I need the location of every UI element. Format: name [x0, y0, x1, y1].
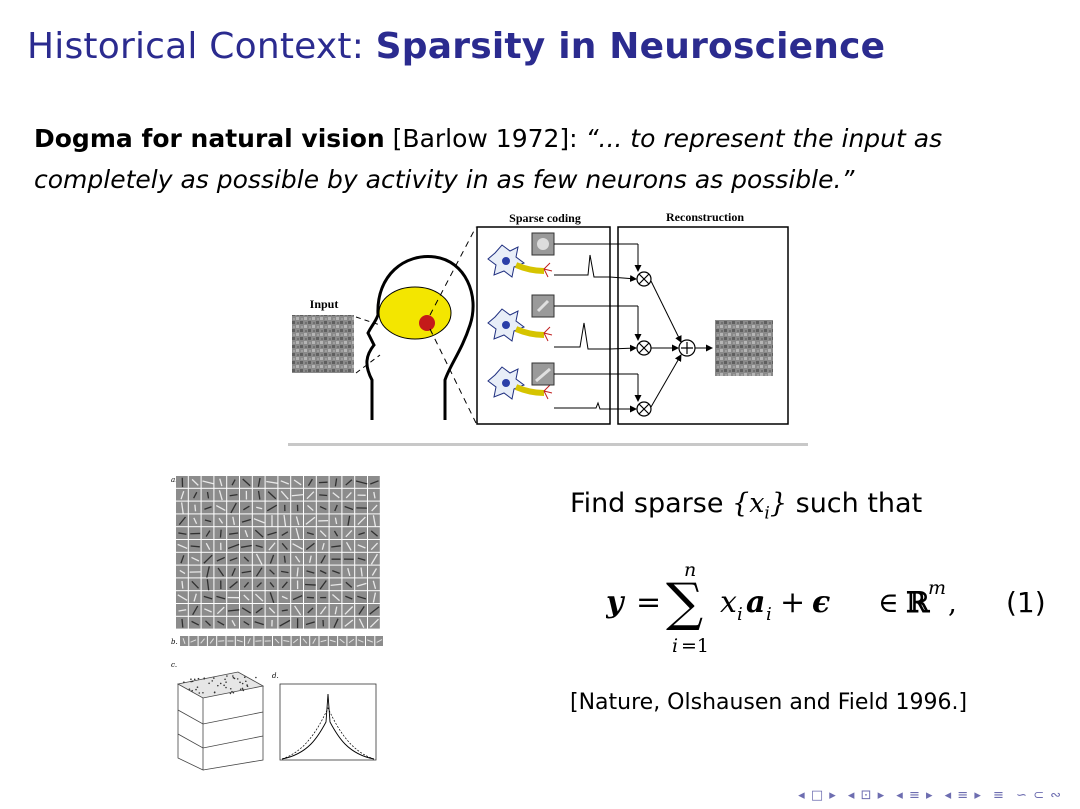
nav-section-icon[interactable]: ◂ ≡ ▸: [896, 788, 934, 803]
panel-b-label: b.: [171, 638, 178, 646]
head-silhouette: [365, 255, 475, 420]
title-bold: Sparsity in Neuroscience: [375, 26, 886, 67]
find-set-open: {x: [732, 488, 765, 519]
sparse-coding-equation: y = n ∑ i =1 x i a i + ϵ ∈ ℝ m , (1): [606, 560, 1046, 657]
svg-text:ℝ: ℝ: [906, 586, 931, 619]
reconstruction-label: Reconstruction: [666, 210, 744, 224]
quote-text: “... to represent the input as completel…: [34, 124, 943, 194]
sparse-coding-diagram: Sparse coding Reconstruction Input: [288, 210, 808, 446]
panel-c-label: c.: [171, 661, 177, 669]
svg-text:=1: =1: [681, 635, 709, 657]
visual-cortex: [419, 315, 435, 331]
svg-text:y: y: [606, 585, 626, 620]
neuron-row-1: [487, 232, 642, 278]
input-image: [292, 315, 354, 373]
nav-frame-icon[interactable]: ◂ □ ▸: [798, 788, 837, 803]
input-label: Input: [310, 297, 339, 311]
svg-text:+: +: [780, 585, 805, 620]
title-normal: Historical Context:: [27, 26, 376, 67]
basis-grid: [176, 476, 380, 629]
svg-text:i: i: [737, 604, 743, 625]
find-prefix: Find sparse: [570, 488, 733, 519]
nav-subsection-list-icon[interactable]: ◂ ≡ ▸: [944, 788, 982, 803]
equation-number: (1): [1006, 586, 1046, 619]
nav-search-icon[interactable]: ∽ ⊂ ∾: [1016, 788, 1062, 803]
svg-text:x: x: [720, 585, 737, 620]
svg-text:∑: ∑: [666, 573, 703, 633]
svg-text:=: =: [636, 585, 661, 620]
sparse-coding-box: [476, 226, 611, 425]
cube-plot: [176, 671, 265, 771]
find-set-close: }: [769, 488, 788, 519]
svg-text:n: n: [684, 560, 696, 581]
find-suffix: such that: [787, 488, 923, 519]
quote-ref: [Barlow 1972]:: [384, 124, 586, 153]
basis-row: [180, 636, 383, 646]
svg-text:i: i: [672, 635, 678, 657]
basis-functions-figure: a. b. c. d.: [171, 476, 383, 771]
slide-title: Historical Context: Sparsity in Neurosci…: [27, 26, 885, 67]
nav-toc-icon[interactable]: ≡: [993, 788, 1005, 803]
svg-text:a: a: [746, 585, 765, 620]
citation: [Nature, Olshausen and Field 1996.]: [570, 690, 968, 715]
reconstruction-box: [617, 226, 789, 425]
neuron-row-3: [487, 362, 642, 410]
quote-bold: Dogma for natural vision: [34, 124, 385, 153]
find-set: {xi}: [732, 488, 788, 523]
svg-text:m: m: [928, 577, 946, 599]
distribution-plot: [279, 683, 377, 761]
beamer-nav-bar: ◂ □ ▸ ◂ ⊡ ▸ ◂ ≡ ▸ ◂ ≡ ▸ ≡ ∽ ⊂ ∾: [792, 788, 1062, 803]
nav-subsection-icon[interactable]: ◂ ⊡ ▸: [847, 788, 886, 803]
multiply-nodes: [636, 271, 652, 417]
svg-text:,: ,: [948, 586, 957, 619]
svg-text:∈: ∈: [878, 586, 899, 619]
panel-a-label: a.: [171, 476, 177, 484]
svg-text:i: i: [766, 604, 772, 625]
panel-d-label: d.: [272, 672, 279, 680]
find-sub: i: [764, 503, 770, 524]
find-sparse-text: Find sparse {xi} such that: [570, 488, 922, 523]
barlow-quote: Dogma for natural vision [Barlow 1972]: …: [34, 118, 1044, 200]
neuron-row-2: [487, 294, 642, 350]
sparse-coding-label: Sparse coding: [509, 211, 581, 225]
svg-text:ϵ: ϵ: [812, 585, 830, 620]
reconstruction-image: [715, 320, 773, 376]
